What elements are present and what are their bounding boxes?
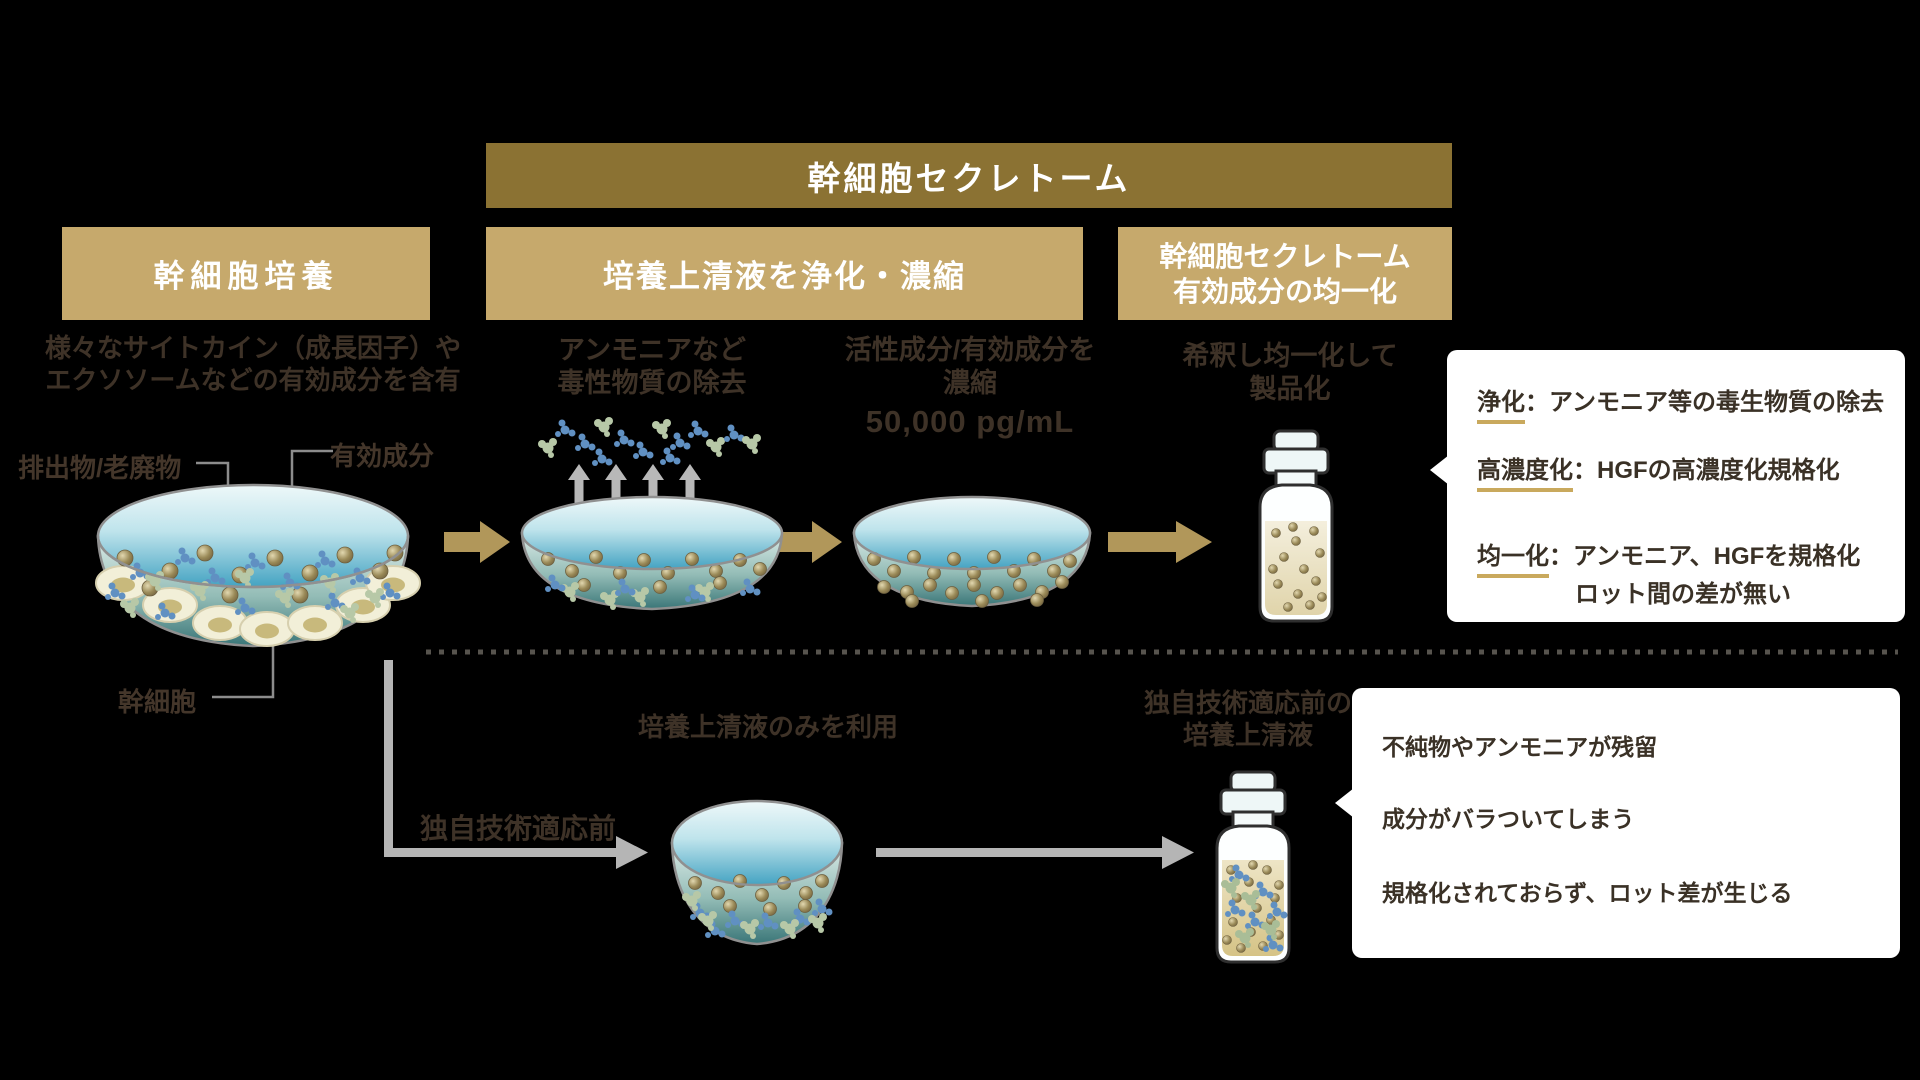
- leader-line-stem-cell: [212, 629, 275, 699]
- label-active-ingredient: 有効成分: [330, 441, 435, 471]
- caption-concentrate-line2: 濃縮: [943, 367, 997, 398]
- label-stem-cell: 幹細胞: [118, 687, 197, 717]
- branch-label: 独自技術適応前: [420, 813, 617, 844]
- caption-ammonia-removal-line1: アンモニアなど: [558, 335, 746, 365]
- arrow-right-gray-icon: [876, 836, 1194, 869]
- info-box-bottom: 不純物やアンモニアが残留 成分がバラついてしまう 規格化されておらず、ロット差が…: [1335, 688, 1900, 958]
- info-item-lot-difference: 規格化されておらず、ロット差が生じる: [1382, 880, 1793, 906]
- label-waste: 排出物/老廃物: [18, 453, 182, 483]
- stage-box-purify: 培養上清液を浄化・濃縮: [486, 227, 1083, 320]
- arrow-right-gold-icon: [771, 521, 842, 563]
- info-item-purify-text: ：アンモニア等の毒生物質の除去: [1525, 389, 1885, 416]
- caption-before-vial: 独自技術適応前の 培養上清液: [1128, 688, 1368, 751]
- vial-before-icon: [1215, 770, 1291, 964]
- ammonia-molecules-icon: [538, 417, 761, 466]
- petri-dish-culture-icon: [95, 483, 421, 648]
- caption-supernatant-only: 培養上清液のみを利用: [637, 712, 898, 742]
- culture-description-line2: エクソソームなどの有効成分を含有: [45, 364, 461, 395]
- petri-dish-concentrate-icon: [852, 495, 1092, 608]
- info-item-uniform-line2: ロット間の差が無い: [1575, 581, 1791, 608]
- info-item-concentration-term: 高濃度化: [1477, 450, 1573, 492]
- caption-ammonia-removal: アンモニアなど 毒性物質の除去: [520, 334, 784, 400]
- caption-concentrate: 活性成分/有効成分を 濃縮 50,000 pg/mL: [810, 334, 1130, 441]
- info-box-top-tail-icon: [1430, 455, 1449, 485]
- stage-box-uniform-label-1: 幹細胞セクレトーム: [1159, 240, 1411, 272]
- info-item-uniform-term: 均一化: [1477, 536, 1549, 578]
- info-item-concentration-text: ：HGFの高濃度化規格化: [1573, 457, 1840, 484]
- stage-box-culture-label: 幹細胞培養: [153, 259, 339, 294]
- info-item-impurities: 不純物やアンモニアが残留: [1382, 734, 1658, 760]
- concentration-value: 50,000 pg/mL: [865, 403, 1075, 439]
- caption-concentrate-line1: 活性成分/有効成分を: [844, 335, 1096, 365]
- caption-product: 希釈し均一化して 製品化: [1165, 340, 1415, 406]
- caption-ammonia-removal-line2: 毒性物質の除去: [557, 367, 747, 398]
- petri-dish-purify-icon: [520, 495, 784, 611]
- info-item-variation: 成分がバラついてしまう: [1382, 806, 1635, 832]
- arrow-right-gold-icon: [1108, 521, 1212, 563]
- vial-product-icon: [1258, 429, 1334, 623]
- info-box-bottom-tail-icon: [1335, 788, 1354, 818]
- caption-before-vial-line1: 独自技術適応前の: [1143, 688, 1352, 718]
- branch-arrow-icon: [384, 660, 648, 869]
- banner-secretome: 幹細胞セクレトーム: [486, 143, 1452, 208]
- info-item-uniform: 均一化：アンモニア、HGFを規格化: [1477, 536, 1860, 578]
- stage-box-uniform-label-2: 有効成分の均一化: [1172, 275, 1397, 307]
- culture-description: 様々なサイトカイン（成長因子）や エクソソームなどの有効成分を含有: [20, 333, 486, 396]
- caption-before-vial-line2: 培養上清液: [1182, 719, 1313, 750]
- gold-flow-arrows: [444, 521, 1212, 563]
- info-item-uniform-text: ：アンモニア、HGFを規格化: [1549, 543, 1861, 570]
- caption-product-line2: 製品化: [1249, 373, 1331, 404]
- stage-box-culture: 幹細胞培養: [62, 227, 430, 320]
- caption-product-line1: 希釈し均一化して: [1182, 341, 1398, 371]
- info-item-concentration: 高濃度化：HGFの高濃度化規格化: [1477, 450, 1840, 492]
- arrow-right-gold-icon: [444, 521, 510, 563]
- stage-box-purify-label: 培養上清液を浄化・濃縮: [603, 259, 966, 294]
- culture-description-line1: 様々なサイトカイン（成長因子）や: [44, 333, 461, 363]
- info-box-top: 浄化：アンモニア等の毒生物質の除去 高濃度化：HGFの高濃度化規格化 均一化：ア…: [1430, 350, 1905, 622]
- banner-title: 幹細胞セクレトーム: [807, 159, 1131, 197]
- arrows-up-gray-icon: [568, 464, 701, 518]
- petri-dish-before-icon: [670, 799, 844, 946]
- stage-box-uniform: 幹細胞セクレトーム 有効成分の均一化: [1118, 227, 1452, 320]
- info-item-purify: 浄化：アンモニア等の毒生物質の除去: [1477, 382, 1884, 424]
- info-item-purify-term: 浄化: [1477, 382, 1525, 424]
